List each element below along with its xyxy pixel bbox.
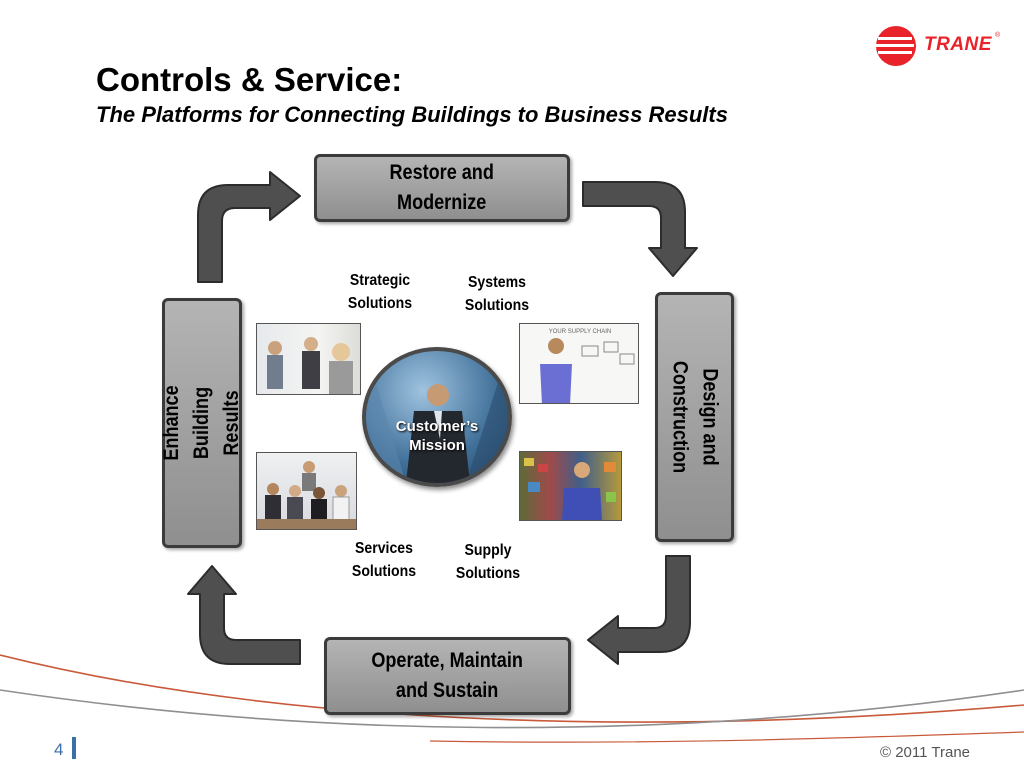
page-title: Controls & Service:	[96, 61, 403, 98]
services-photo-figures	[257, 461, 356, 529]
registered-mark: ®	[995, 32, 1001, 39]
trane-logo-mark	[876, 26, 916, 66]
arrow-left-to-top	[197, 171, 301, 283]
customer-mission-circle: Customer’s Mission	[362, 347, 512, 487]
trane-logo-text: TRANE	[924, 34, 992, 55]
enhance-building-label: Enhance Building Results	[160, 385, 243, 461]
copyright-notice: © 2011 Trane	[880, 744, 970, 761]
supply-solutions-label: Supply Solutions	[455, 542, 521, 582]
services-solutions-label: Services Solutions	[351, 540, 417, 580]
strategic-solutions-photo	[256, 323, 361, 395]
whiteboard-caption: YOUR SUPPLY CHAIN	[549, 329, 611, 335]
page-number: 4	[54, 740, 64, 759]
arrow-bottom-to-left	[187, 565, 301, 665]
arrow-right-to-bottom	[587, 555, 691, 665]
arrow-top-to-right	[582, 181, 698, 277]
supply-solutions-photo	[519, 451, 622, 521]
customer-mission-label: Customer’s Mission	[395, 418, 479, 454]
restore-modernize-label: Restore and Modernize	[389, 161, 495, 214]
operate-maintain-label: Operate, Maintain and Sustain	[371, 649, 524, 702]
customer-mission-photo	[366, 351, 508, 483]
enhance-building-box: Enhance Building Results	[160, 298, 243, 548]
design-construction-box: Design and Construction	[655, 292, 734, 542]
restore-modernize-box: Restore and Modernize	[314, 154, 570, 222]
operate-maintain-box: Operate, Maintain and Sustain	[324, 637, 571, 715]
supply-photo-figures	[524, 458, 616, 520]
strategic-photo-figures	[267, 337, 353, 394]
page-subtitle: The Platforms for Connecting Buildings t…	[96, 102, 728, 127]
strategic-solutions-label: Strategic Solutions	[347, 272, 413, 312]
trane-logo: TRANE ®	[872, 24, 1002, 68]
systems-solutions-label: Systems Solutions	[464, 274, 530, 314]
page-number-divider	[72, 737, 76, 759]
systems-photo-figures: YOUR SUPPLY CHAIN	[540, 329, 635, 403]
services-solutions-photo	[256, 452, 357, 530]
systems-solutions-photo: YOUR SUPPLY CHAIN	[519, 323, 639, 404]
design-construction-label: Design and Construction	[668, 360, 722, 474]
